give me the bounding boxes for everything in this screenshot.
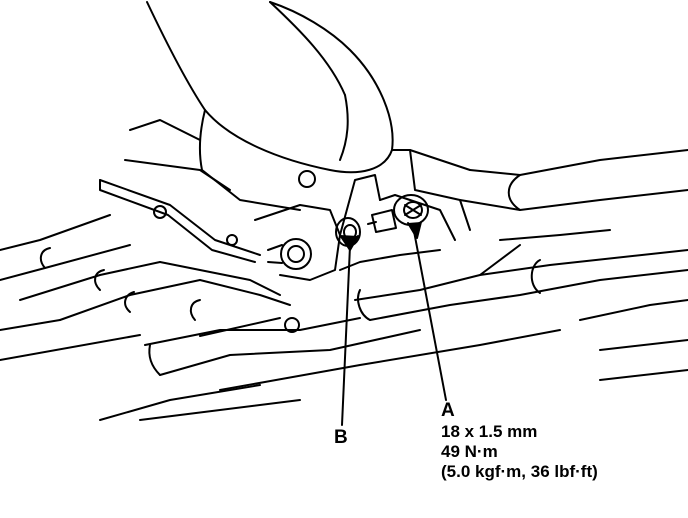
torque-alt-spec: (5.0 kgf·m, 36 lbf·ft): [441, 462, 598, 481]
drain-plug-a: [367, 194, 429, 233]
arrowhead-b: [339, 234, 359, 251]
bolt-size-spec: 18 x 1.5 mm: [441, 422, 538, 441]
frame-members: [0, 214, 688, 421]
arrowhead-a: [407, 221, 422, 239]
callout-label-b: B: [334, 427, 348, 448]
leader-lines: [339, 221, 447, 426]
bracket: [99, 170, 316, 263]
torque-nm-spec: 49 N·m: [441, 442, 498, 461]
leader-line-b: [341, 245, 351, 426]
drain-housing: [254, 174, 456, 333]
transmission-case: [124, 1, 688, 231]
leader-line-a: [412, 225, 447, 401]
callout-label-a: A: [441, 400, 455, 421]
